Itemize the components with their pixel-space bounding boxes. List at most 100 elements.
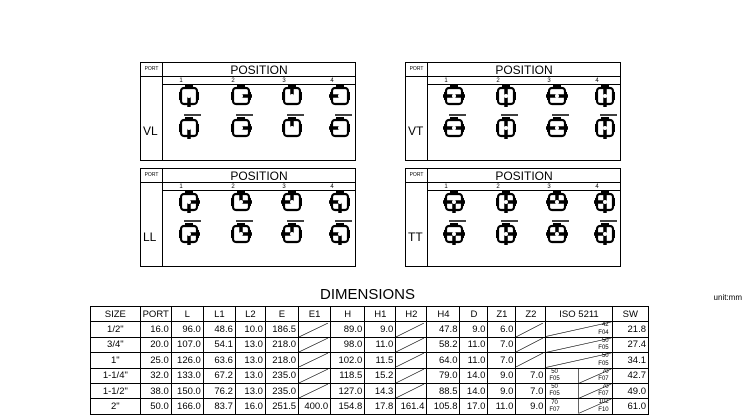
valve-position-icon: [590, 187, 620, 217]
valve-position-icon: [542, 81, 572, 111]
table-cell: 14.0: [459, 367, 489, 384]
table-cell: [298, 367, 332, 384]
column-header: Z2: [515, 305, 547, 323]
table-cell: 7.0: [487, 352, 517, 369]
iso-top-value: 50: [601, 337, 609, 344]
valve-position-icon: [174, 113, 204, 143]
empty-cell-slash: [396, 353, 425, 368]
iso-top-value: 50: [601, 353, 609, 360]
table-cell: 3/4": [90, 336, 141, 354]
iso-top-value: 102: [598, 399, 609, 406]
unit-label: unit:mm: [713, 293, 742, 302]
dimensions-title: DIMENSIONS: [319, 286, 415, 303]
table-cell: [515, 352, 547, 369]
table-cell: 400.0: [298, 398, 332, 415]
table-cell: 218.0: [264, 336, 300, 354]
table-cell: 1": [90, 352, 141, 369]
table-cell: 9.0: [515, 398, 547, 415]
column-header: Z1: [487, 305, 517, 323]
table-cell: 102.0: [330, 352, 366, 369]
position-number: 3: [547, 78, 551, 84]
valve-position-icon: [325, 219, 355, 249]
table-cell: 21.8: [611, 321, 650, 338]
position-number: 1: [179, 78, 183, 84]
position-panel-vl: PORT VL POSITION 1 2 3 4: [140, 62, 356, 161]
port-column: TT: [406, 183, 428, 266]
table-cell: 88.5: [426, 382, 461, 400]
iso-alt-flange: 50 F05: [549, 384, 560, 398]
position-number: 1: [444, 184, 448, 190]
empty-cell-slash: [299, 322, 329, 337]
valve-position-icon: [590, 81, 620, 111]
table-cell: [298, 321, 332, 338]
column-header: L2: [234, 305, 266, 323]
table-cell: 49.0: [611, 382, 650, 400]
table-cell: 58.2: [426, 336, 461, 354]
column-header: SIZE: [90, 305, 141, 323]
valve-position-icon: [439, 113, 469, 143]
table-cell: 11.0: [364, 336, 397, 354]
table-cell: 218.0: [264, 352, 300, 369]
valve-position-icon: [439, 81, 469, 111]
table-cell: 11.0: [459, 336, 489, 354]
table-cell: 1-1/2": [90, 382, 141, 400]
column-header: PORT: [139, 305, 172, 323]
empty-cell-slash: [516, 322, 544, 337]
iso-flange-code: F05: [598, 345, 609, 352]
position-number: 3: [282, 184, 286, 190]
empty-cell-slash: [396, 322, 425, 337]
position-title: POSITION: [428, 63, 620, 77]
table-cell: 150.0: [170, 382, 204, 400]
iso-alt-flange: 70 F07: [549, 399, 560, 413]
empty-cell-slash: [516, 338, 544, 352]
table-cell: 47.8: [426, 321, 461, 338]
table-cell: 76.2: [202, 382, 236, 400]
empty-cell-slash: [299, 384, 329, 398]
iso-flange-code: F04: [598, 329, 609, 336]
column-header: H1: [364, 305, 397, 323]
valve-position-icon: [542, 219, 572, 249]
table-cell: 251.5: [264, 398, 300, 415]
table-cell: 13.0: [234, 367, 266, 384]
column-header: L1: [202, 305, 236, 323]
port-column: VL: [141, 77, 163, 160]
valve-position-icon: [174, 81, 204, 111]
table-cell: 7.0: [515, 382, 547, 400]
column-header: D: [459, 305, 489, 323]
valve-position-icon: [439, 187, 469, 217]
column-header: H2: [395, 305, 428, 323]
position-number: 2: [496, 184, 500, 190]
valve-position-icon: [226, 81, 256, 111]
column-header: H4: [426, 305, 461, 323]
position-title: POSITION: [163, 63, 355, 77]
position-number: 1: [444, 78, 448, 84]
empty-cell-slash: [299, 338, 329, 352]
column-header: E: [264, 305, 300, 323]
table-cell: [298, 336, 332, 354]
table-cell: [395, 382, 428, 400]
table-cell: 235.0: [264, 367, 300, 384]
table-cell: 107.0: [170, 336, 204, 354]
valve-position-icon: [590, 219, 620, 249]
table-cell: 96.0: [170, 321, 204, 338]
position-number: 4: [595, 78, 599, 84]
table-cell: 7.0: [487, 336, 517, 354]
port-type-label: LL: [143, 230, 157, 244]
table-cell: 27.4: [611, 336, 650, 354]
table-cell: 11.5: [364, 352, 397, 369]
position-numbers: 1 2 3 4: [428, 183, 620, 191]
empty-cell-slash: [516, 353, 544, 368]
position-panel-vt: PORT VT POSITION 1 2 3 4: [405, 62, 621, 161]
valve-position-icon: [277, 219, 307, 249]
iso-top-value: 70: [601, 368, 609, 375]
port-header: PORT: [141, 63, 163, 77]
table-cell: [395, 352, 428, 369]
